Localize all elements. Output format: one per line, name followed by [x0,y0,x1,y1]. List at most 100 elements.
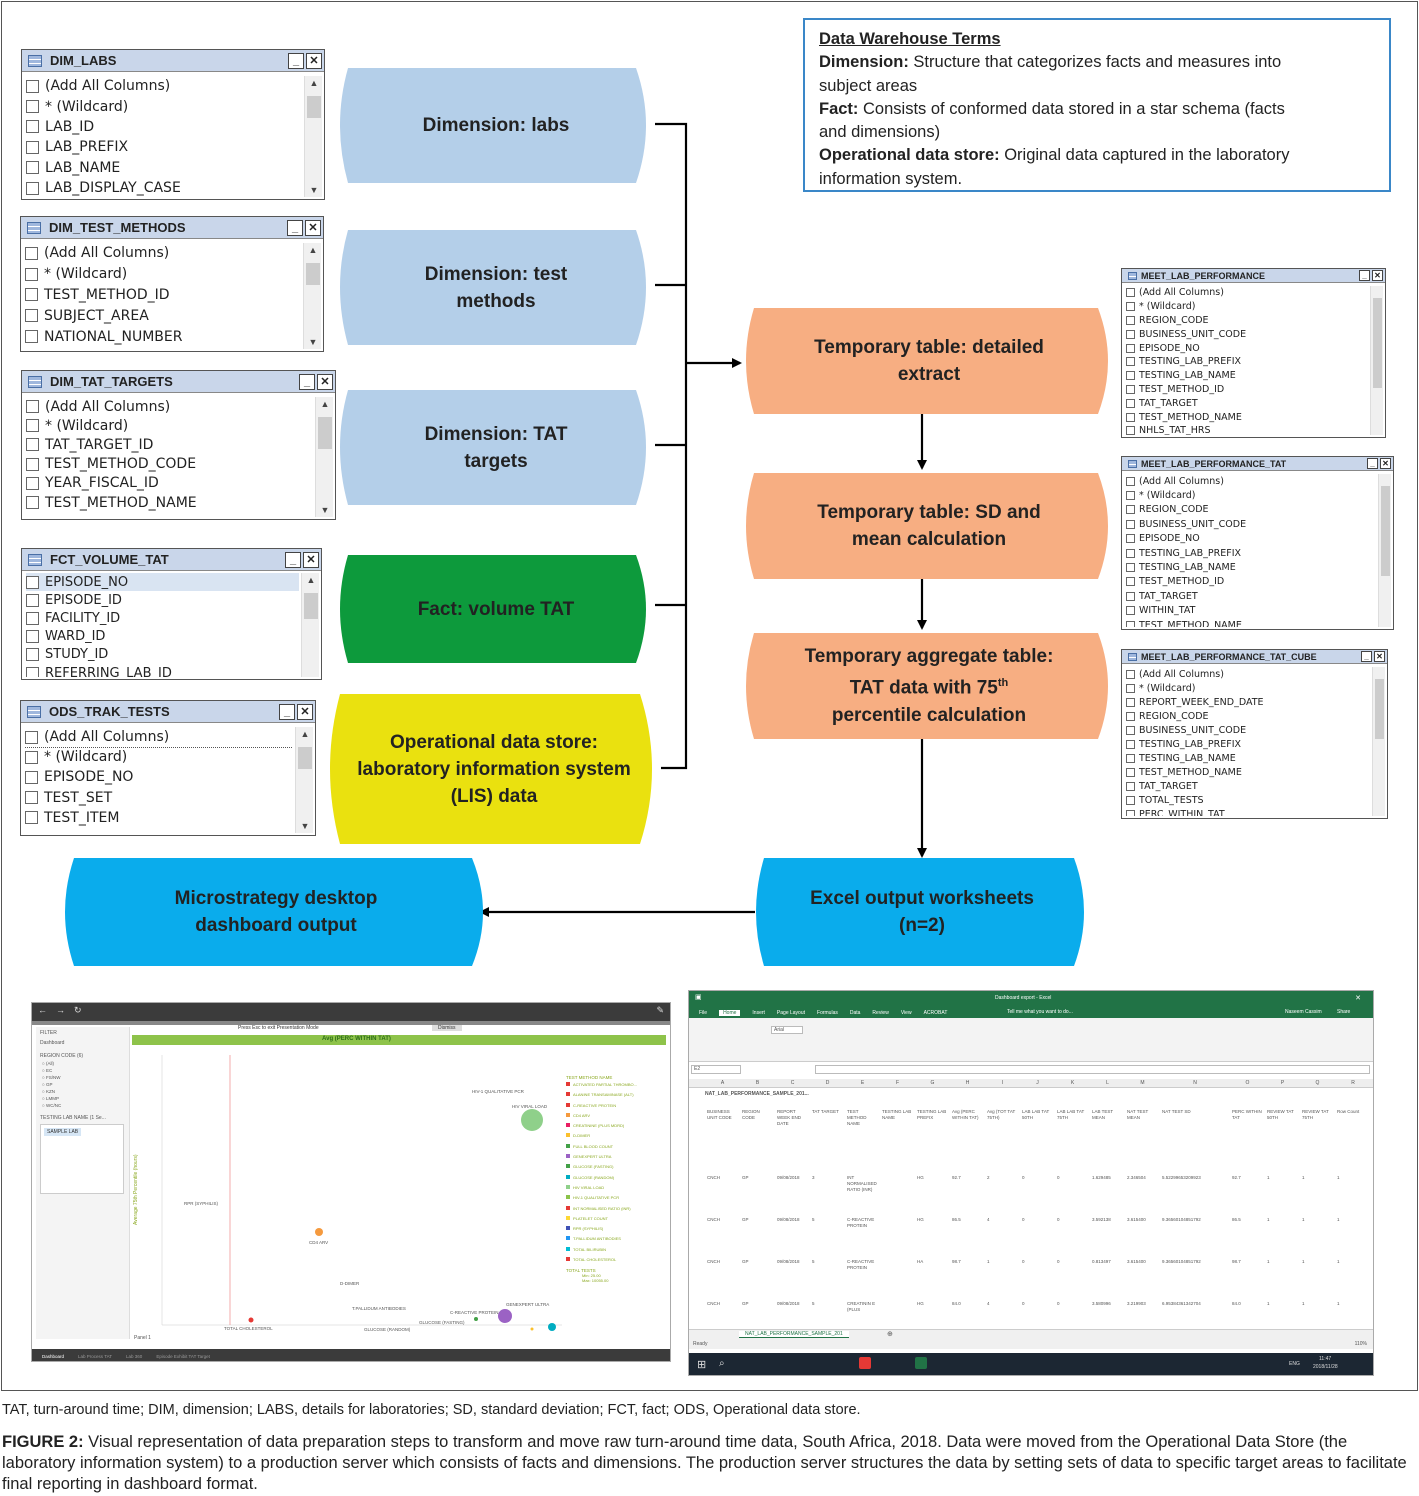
region-option[interactable]: ○ GP [42,1082,53,1087]
data-cell[interactable]: HG [917,1301,924,1306]
data-cell[interactable]: 3.592138 [1092,1217,1111,1222]
column-header[interactable]: N [1193,1080,1197,1086]
column-checkbox[interactable] [25,791,38,805]
close-icon[interactable]: ✕ [305,219,321,236]
share-button[interactable]: Share [1337,1009,1351,1015]
data-cell[interactable]: 4 [987,1301,990,1306]
column-row[interactable]: TEST_SET [25,788,293,808]
column-checkbox[interactable] [1126,711,1135,721]
data-cell[interactable]: 84.0 [1232,1301,1241,1306]
column-row[interactable]: TEST_METHOD_NAME [1126,410,1369,424]
column-checkbox[interactable] [26,630,39,644]
data-cell[interactable]: 1 [1302,1217,1305,1222]
column-checkbox[interactable] [26,575,39,589]
scrollbar-thumb[interactable] [1381,486,1390,576]
data-cell[interactable]: 98.7 [1232,1259,1241,1264]
column-checkbox[interactable] [1126,412,1135,422]
data-cell[interactable]: 9.36560104851792 [1162,1259,1201,1264]
data-cell[interactable]: 1 [1267,1217,1270,1222]
column-checkbox[interactable] [25,309,38,323]
data-cell[interactable]: GP [742,1259,749,1264]
close-icon[interactable]: ✕ [297,703,313,720]
column-checkbox[interactable] [26,593,39,607]
minimize-icon[interactable]: _ [288,52,304,69]
column-row[interactable]: TESTING_LAB_NAME [1126,369,1369,383]
data-cell[interactable]: 0 [1057,1301,1060,1306]
column-checkbox[interactable] [1126,577,1135,587]
lab-filter-chip[interactable]: SAMPLE LAB [44,1128,82,1136]
column-row[interactable]: BUSINESS_UNIT_CODE [1126,723,1371,737]
column-row[interactable]: LAB_DISPLAY_CASE [26,178,302,197]
column-checkbox[interactable] [25,770,38,784]
column-header[interactable]: C [790,1080,795,1086]
data-cell[interactable]: 1 [1267,1301,1270,1306]
region-option[interactable]: ○ FS/NW [42,1075,61,1080]
column-row[interactable]: TAT_TARGET_ID [26,435,313,454]
column-header[interactable]: R [1351,1080,1355,1086]
data-cell[interactable]: 5 [812,1259,815,1264]
edit-icon[interactable]: ✎ [656,1005,664,1015]
dismiss-button[interactable]: Dismiss [432,1025,462,1031]
header-cell[interactable]: NAT TEST SD [1162,1109,1191,1114]
column-checkbox[interactable] [25,246,38,260]
region-option[interactable]: ○ WC/NC [42,1103,62,1108]
column-row[interactable]: * (Wildcard) [26,416,313,435]
data-cell[interactable]: 0 [1057,1217,1060,1222]
header-cell[interactable]: LAB LAB TAT 50TH [1022,1109,1050,1120]
data-cell[interactable]: CNCH [707,1175,720,1180]
column-checkbox[interactable] [1126,606,1135,616]
minimize-icon[interactable]: _ [1361,651,1372,662]
column-row[interactable]: BUSINESS_UNIT_CODE [1126,517,1377,531]
column-row[interactable]: EPISODE_NO [25,767,293,787]
column-row[interactable]: TEST_METHOD_ID [1126,383,1369,397]
column-checkbox[interactable] [1126,781,1135,791]
column-header[interactable]: E [860,1080,865,1086]
dashboard-selector[interactable]: Dashboard [40,1040,65,1046]
column-header[interactable]: M [1140,1080,1145,1086]
column-checkbox[interactable] [1126,767,1135,777]
column-checkbox[interactable] [26,611,39,625]
column-checkbox[interactable] [26,496,39,510]
data-cell[interactable]: 1 [1337,1175,1340,1180]
cell-a1[interactable]: NAT_LAB_PERFORMANCE_SAMPLE_201... [705,1091,809,1097]
point-glucose-fasting[interactable] [474,1317,478,1321]
data-cell[interactable]: 1.629485 [1092,1175,1111,1180]
scroll-up-icon[interactable]: ▲ [306,575,316,585]
dashboard-tab[interactable]: Lab Process TAT [78,1353,113,1359]
column-row[interactable]: PERC_WITHIN_TAT [1126,807,1371,816]
column-row[interactable]: REGION_CODE [1126,314,1369,328]
header-cell[interactable]: REVIEW TAT 50TH [1267,1109,1294,1120]
column-checkbox[interactable] [25,267,38,281]
scrollbar-thumb[interactable] [304,593,318,619]
column-row[interactable]: TEST_ITEM [25,808,293,828]
column-checkbox[interactable] [26,666,39,677]
column-row[interactable]: TOTAL_TESTS [1126,793,1371,807]
column-checkbox[interactable] [25,750,38,764]
point-hiv-viral-load[interactable] [521,1109,543,1131]
scrollbar-thumb[interactable] [318,417,332,449]
data-cell[interactable]: 3.615400 [1127,1217,1146,1222]
data-cell[interactable]: 0 [1057,1259,1060,1264]
data-cell[interactable]: GP [742,1217,749,1222]
column-checkbox[interactable] [1126,491,1135,501]
data-cell[interactable]: C-REACTIVE PROTEIN [847,1259,875,1270]
add-sheet-icon[interactable]: ⊕ [887,1331,893,1338]
minimize-icon[interactable]: _ [285,551,301,568]
scrollbar-thumb[interactable] [298,747,312,769]
data-cell[interactable]: 6.95384361342704 [1162,1301,1201,1306]
data-cell[interactable]: 1 [1337,1301,1340,1306]
data-cell[interactable]: 5 [812,1217,815,1222]
close-icon[interactable]: ✕ [1380,458,1391,469]
column-row[interactable]: BUSINESS_UNIT_CODE [1126,327,1369,341]
point-cd4-arv[interactable] [315,1228,323,1236]
header-cell[interactable]: LAB TEST MEAN [1092,1109,1114,1120]
data-cell[interactable]: 4 [987,1217,990,1222]
close-icon[interactable]: ✕ [303,551,319,568]
column-checkbox[interactable] [1126,591,1135,601]
data-cell[interactable]: 09/08/2018 [777,1259,800,1264]
column-header[interactable]: A [720,1080,725,1086]
column-row[interactable]: REGION_CODE [1126,709,1371,723]
dashboard-tab[interactable]: Lab 360 [126,1353,143,1359]
minimize-icon[interactable]: _ [279,703,295,720]
column-row[interactable]: EPISODE_NO [26,573,299,592]
